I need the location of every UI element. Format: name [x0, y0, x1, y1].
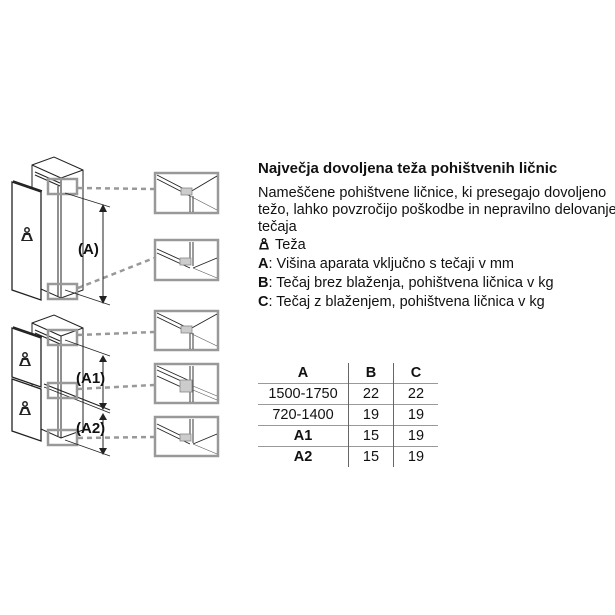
cell-a: 1500-1750 — [258, 383, 349, 405]
weight-icon-upper-door — [19, 352, 31, 366]
legend-item-c: C: Tečaj z blaženjem, pohištvena ličnica… — [258, 293, 554, 312]
hinge-diagram: (A) (A1) (A2) — [11, 156, 220, 458]
legend-key-c: C — [258, 294, 269, 310]
double-door-appliance — [11, 314, 111, 442]
cell-b: 15 — [348, 446, 394, 467]
dimension-label-a2: (A2) — [76, 420, 105, 437]
header-a: A — [297, 365, 309, 381]
legend-text-c: : Tečaj z blaženjem, pohištvena ličnica … — [268, 294, 545, 310]
legend-text-weight: Teža — [275, 237, 306, 253]
legend-item-weight: Teža — [258, 236, 554, 255]
table-row: A2 15 19 — [258, 446, 438, 467]
legend-text-b: : Tečaj brez blaženja, pohištvena ličnic… — [268, 275, 554, 291]
cell-c: 19 — [393, 425, 438, 447]
cell-b: 19 — [348, 404, 394, 426]
cell-c: 19 — [393, 404, 438, 426]
cell-b: 15 — [348, 425, 394, 447]
legend-key-a: A — [258, 256, 269, 272]
weight-icon — [259, 238, 269, 250]
legend-key-b: B — [258, 275, 269, 291]
cell-c: 19 — [393, 446, 438, 467]
section-heading: Največja dovoljena teža pohištvenih ličn… — [258, 160, 558, 177]
dimension-label-a1: (A1) — [76, 370, 105, 387]
dimension-label-a: (A) — [78, 241, 99, 258]
table-row: 1500-1750 22 22 — [258, 383, 438, 405]
weight-icon — [21, 227, 33, 241]
cell-a: A2 — [258, 446, 349, 467]
cell-a: 720-1400 — [258, 404, 349, 426]
table-header-row: A B C — [258, 363, 438, 384]
legend-item-b: B: Tečaj brez blaženja, pohištvena lični… — [258, 274, 554, 293]
legend-text-a: : Višina aparata vključno s tečaji v mm — [268, 256, 515, 272]
cell-c: 22 — [393, 383, 438, 405]
legend: Teža A: Višina aparata vključno s tečaji… — [258, 236, 554, 312]
legend-item-a: A: Višina aparata vključno s tečaji v mm — [258, 255, 554, 274]
header-c: C — [393, 363, 438, 384]
cell-a: A1 — [258, 425, 349, 447]
header-b: B — [348, 363, 394, 384]
table-row: 720-1400 19 19 — [258, 404, 438, 426]
weight-table: A B C 1500-1750 22 22 720-1400 19 19 A1 … — [258, 363, 438, 467]
warning-description: Nameščene pohištvene ličnice, ki presega… — [258, 185, 615, 235]
weight-icon-lower-door — [19, 401, 31, 415]
cell-b: 22 — [348, 383, 394, 405]
table-row: A1 15 19 — [258, 425, 438, 447]
